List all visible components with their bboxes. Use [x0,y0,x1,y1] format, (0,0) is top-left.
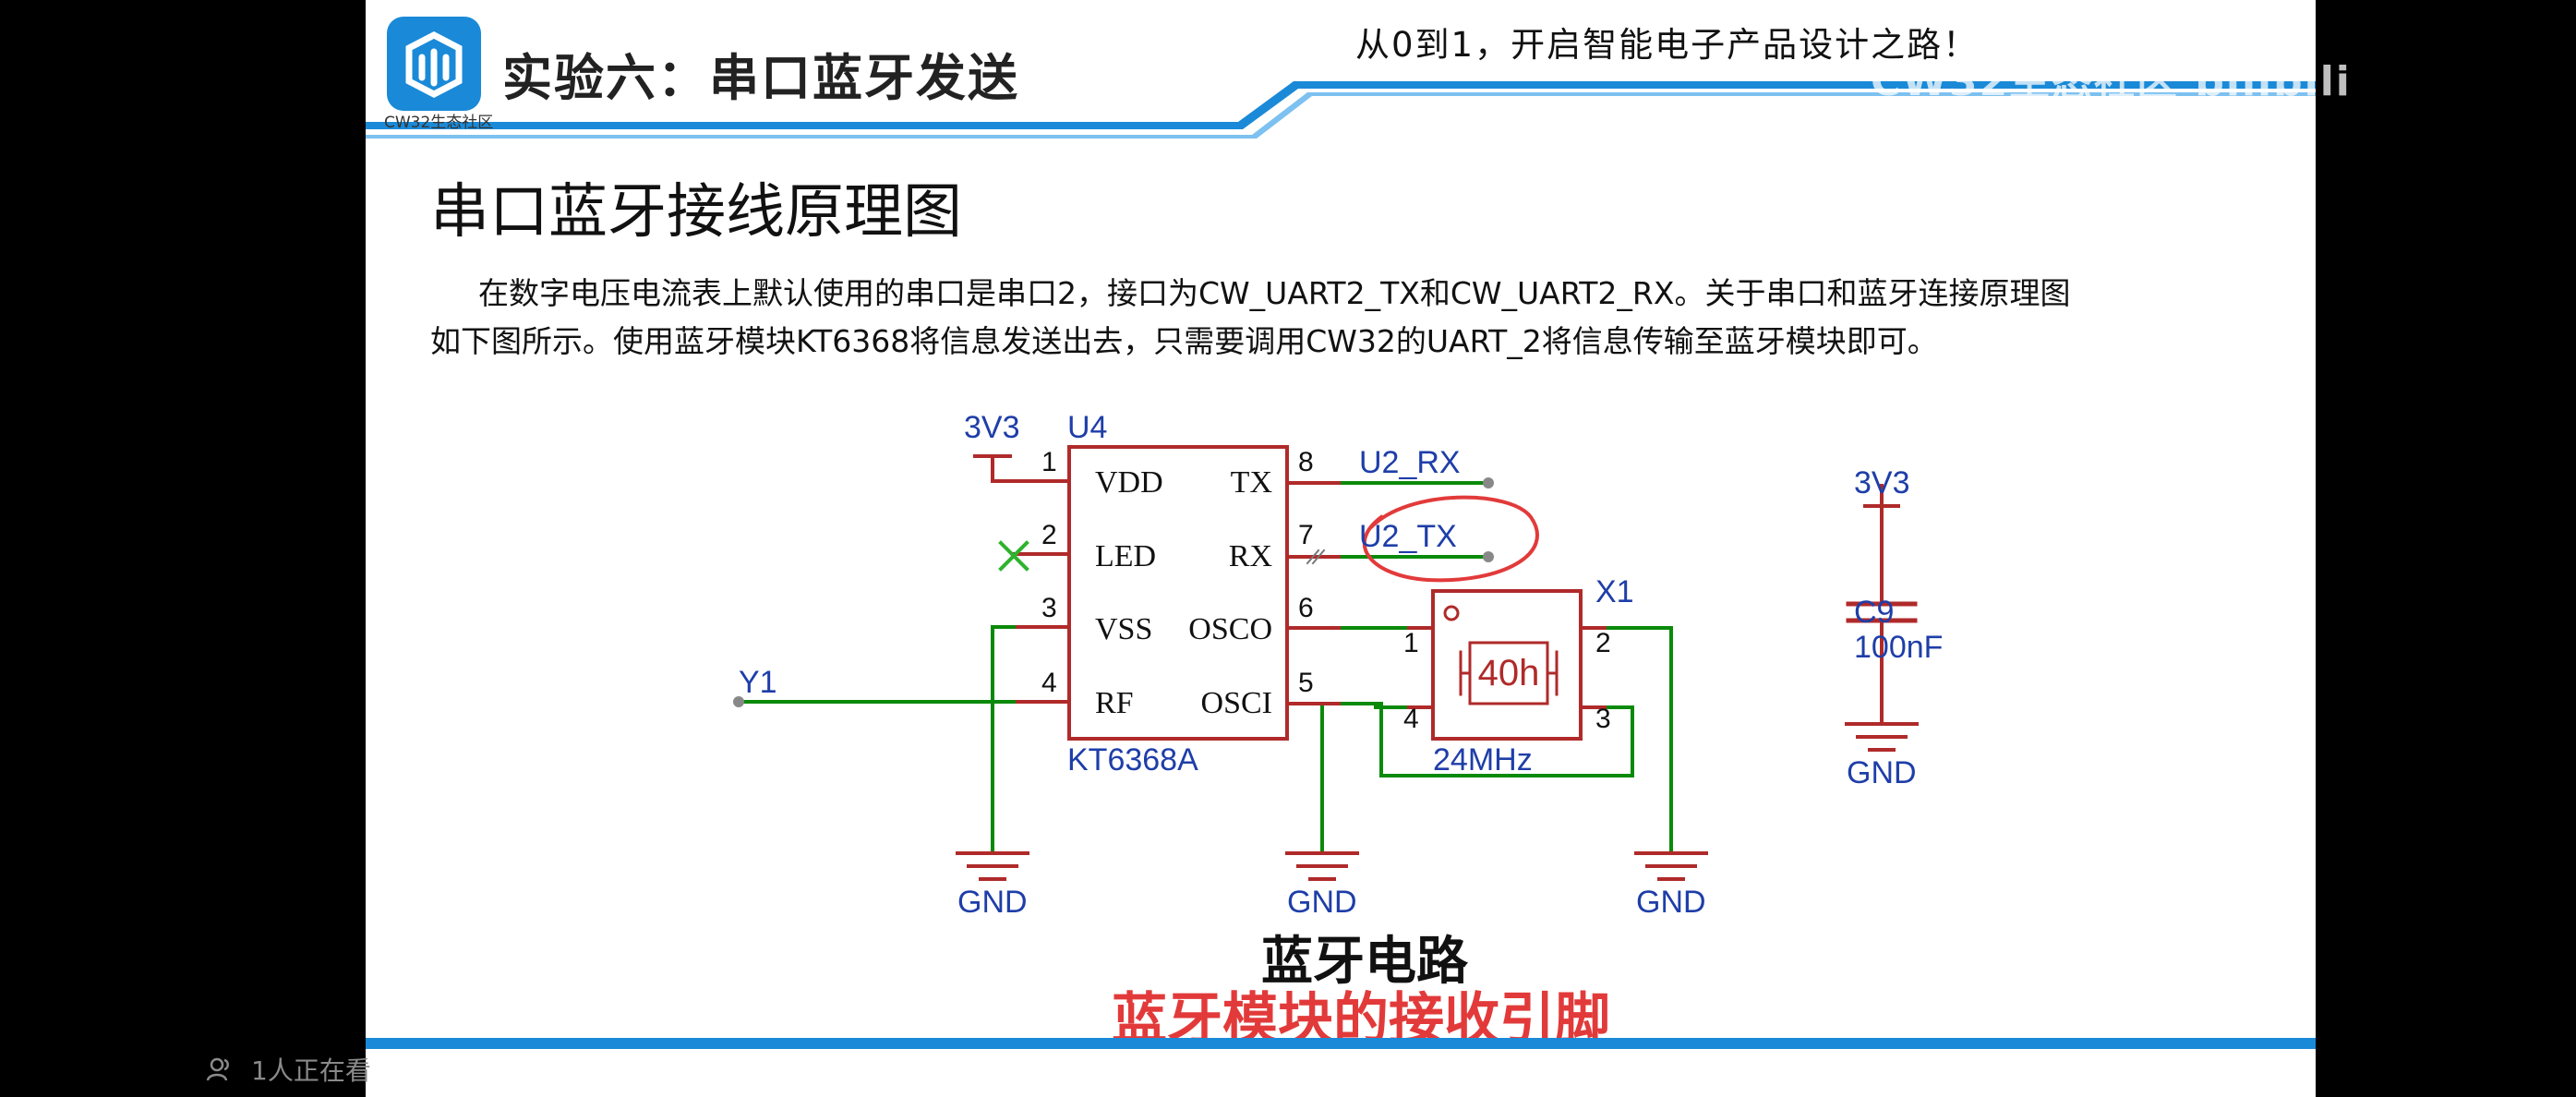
pin-num-8: 8 [1298,447,1314,477]
intro-line-2: 如下图所示。使用蓝牙模块KT6368将信息发送出去，只需要调用CW32的UART… [430,323,1938,359]
pin-name-tx: TX [1231,465,1272,500]
pin-name-osco: OSCO [1188,612,1272,646]
pin-name-rf: RF [1095,686,1134,720]
slogan-text: 从0到1，开启智能电子产品设计之路！ [1355,25,1980,65]
ic-body [1067,445,1289,741]
net-label-u2-rx: U2_RX [1359,445,1461,480]
crystal-pin-4: 4 [1403,704,1419,734]
viewer-count: 1人正在看 [251,1055,371,1086]
pin-num-2: 2 [1041,520,1057,550]
ic-ref-label: U4 [1067,410,1107,445]
crystal-body [1431,589,1583,741]
net-label-y1: Y1 [739,665,777,700]
section-title: 串口蓝牙接线原理图 [430,178,962,247]
gnd-label-3: GND [1636,885,1706,920]
gnd-label-1: GND [957,885,1028,920]
header-decoration [366,81,2316,139]
pin-num-6: 6 [1298,593,1314,623]
gnd-label-2: GND [1287,885,1357,920]
bluetooth-schematic: 3V3 U4 KT6368A 1 2 3 4 8 7 6 5 VDD LED V… [733,410,1943,920]
ic-part-label: KT6368A [1067,742,1198,778]
crystal-pin-1: 1 [1403,628,1419,658]
watermark: CW32生态社区 bilibili [1871,58,2352,105]
power-label-right: 3V3 [1854,465,1910,500]
figure-caption: 蓝牙电路 [1261,932,1468,992]
cw32-logo-icon [387,17,481,111]
pin-name-vdd: VDD [1095,465,1163,500]
pin-num-1: 1 [1041,447,1057,477]
pin-name-osci: OSCI [1201,686,1272,720]
logo-caption: CW32生态社区 [384,114,494,132]
power-label-left: 3V3 [964,410,1020,445]
crystal-ref-label: X1 [1595,574,1634,609]
gnd-symbol-2 [1285,851,1359,881]
gnd-symbol-1 [956,851,1029,881]
crystal-pin-3: 3 [1595,704,1611,734]
gnd-symbol-4 [1845,722,1919,752]
crystal-marking: 40h [1478,653,1540,693]
crystal-pin-2: 2 [1595,628,1611,658]
cap-ref-label: C9 [1854,595,1894,630]
presentation-slide: CW32生态社区 实验六：串口蓝牙发送 从0到1，开启智能电子产品设计之路！ C… [366,0,2350,1097]
crystal-value-label: 24MHz [1433,742,1533,778]
pin-name-led: LED [1095,539,1156,573]
slide-title: 实验六：串口蓝牙发送 [502,49,1019,107]
net-label-u2-tx: U2_TX [1359,519,1457,554]
pin-num-3: 3 [1041,593,1057,623]
viewers-icon [206,1057,229,1081]
gnd-symbol-3 [1634,851,1708,881]
pin-name-vss: VSS [1095,612,1152,646]
pin-num-5: 5 [1298,668,1314,698]
gnd-label-4: GND [1847,755,1917,790]
intro-paragraph: 在数字电压电流表上默认使用的串口是串口2，接口为CW_UART2_TX和CW_U… [430,270,2295,366]
bottom-accent-bar [366,1038,2316,1049]
pin-name-rx: RX [1229,539,1272,573]
intro-line-1: 在数字电压电流表上默认使用的串口是串口2，接口为CW_UART2_TX和CW_U… [478,275,2071,311]
pin-num-4: 4 [1041,668,1057,698]
annotation-circle [1362,495,1539,583]
cap-value-label: 100nF [1854,630,1943,665]
pin-num-7: 7 [1298,520,1314,550]
